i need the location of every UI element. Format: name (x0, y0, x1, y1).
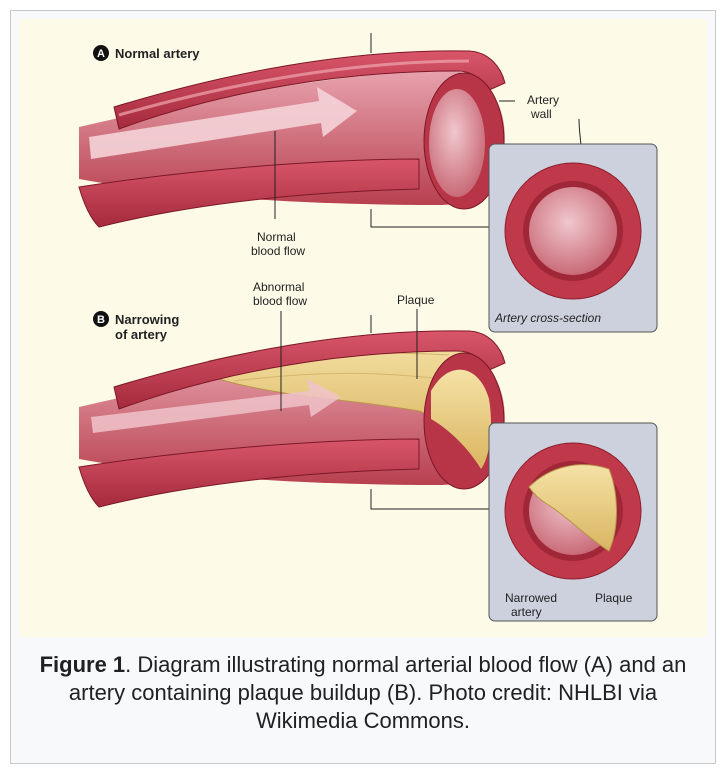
narrowed-artery-label-2: artery (511, 605, 542, 619)
normal-artery (19, 50, 506, 249)
badge-a-letter: A (97, 48, 105, 60)
plaque-label-top: Plaque (397, 293, 435, 307)
artery-illustration: A Normal artery Artery wall Normal blood… (19, 19, 707, 637)
normal-flow-label-1: Normal (257, 230, 296, 244)
badge-a: A (93, 45, 109, 61)
abnormal-flow-label-1: Abnormal (253, 280, 304, 294)
plaque-label-bottom: Plaque (595, 591, 633, 605)
badge-b-letter: B (97, 314, 105, 326)
narrowed-cross-section (488, 422, 658, 622)
caption-text: . Diagram illustrating normal arterial b… (68, 652, 687, 733)
artery-diagram-svg: A Normal artery Artery wall Normal blood… (19, 33, 658, 622)
badge-b: B (93, 311, 109, 327)
narrowed-artery-label-1: Narrowed (505, 591, 557, 605)
artery-wall-label-2: wall (530, 107, 552, 121)
abnormal-flow-label-2: blood flow (253, 294, 307, 308)
normal-flow-label-2: blood flow (251, 244, 305, 258)
caption-figure-number: Figure 1 (39, 652, 126, 677)
figure-frame: A Normal artery Artery wall Normal blood… (10, 10, 716, 764)
panel-a-title: Normal artery (115, 46, 200, 61)
artery-wall-label-1: Artery (527, 93, 559, 107)
panel-b-title-2: of artery (115, 327, 168, 342)
panel-b-title-1: Narrowing (115, 312, 179, 327)
normal-cross-section (488, 143, 658, 333)
figure-caption: Figure 1. Diagram illustrating normal ar… (21, 651, 705, 735)
cross-section-label: Artery cross-section (494, 311, 601, 325)
narrowed-artery (19, 330, 506, 529)
